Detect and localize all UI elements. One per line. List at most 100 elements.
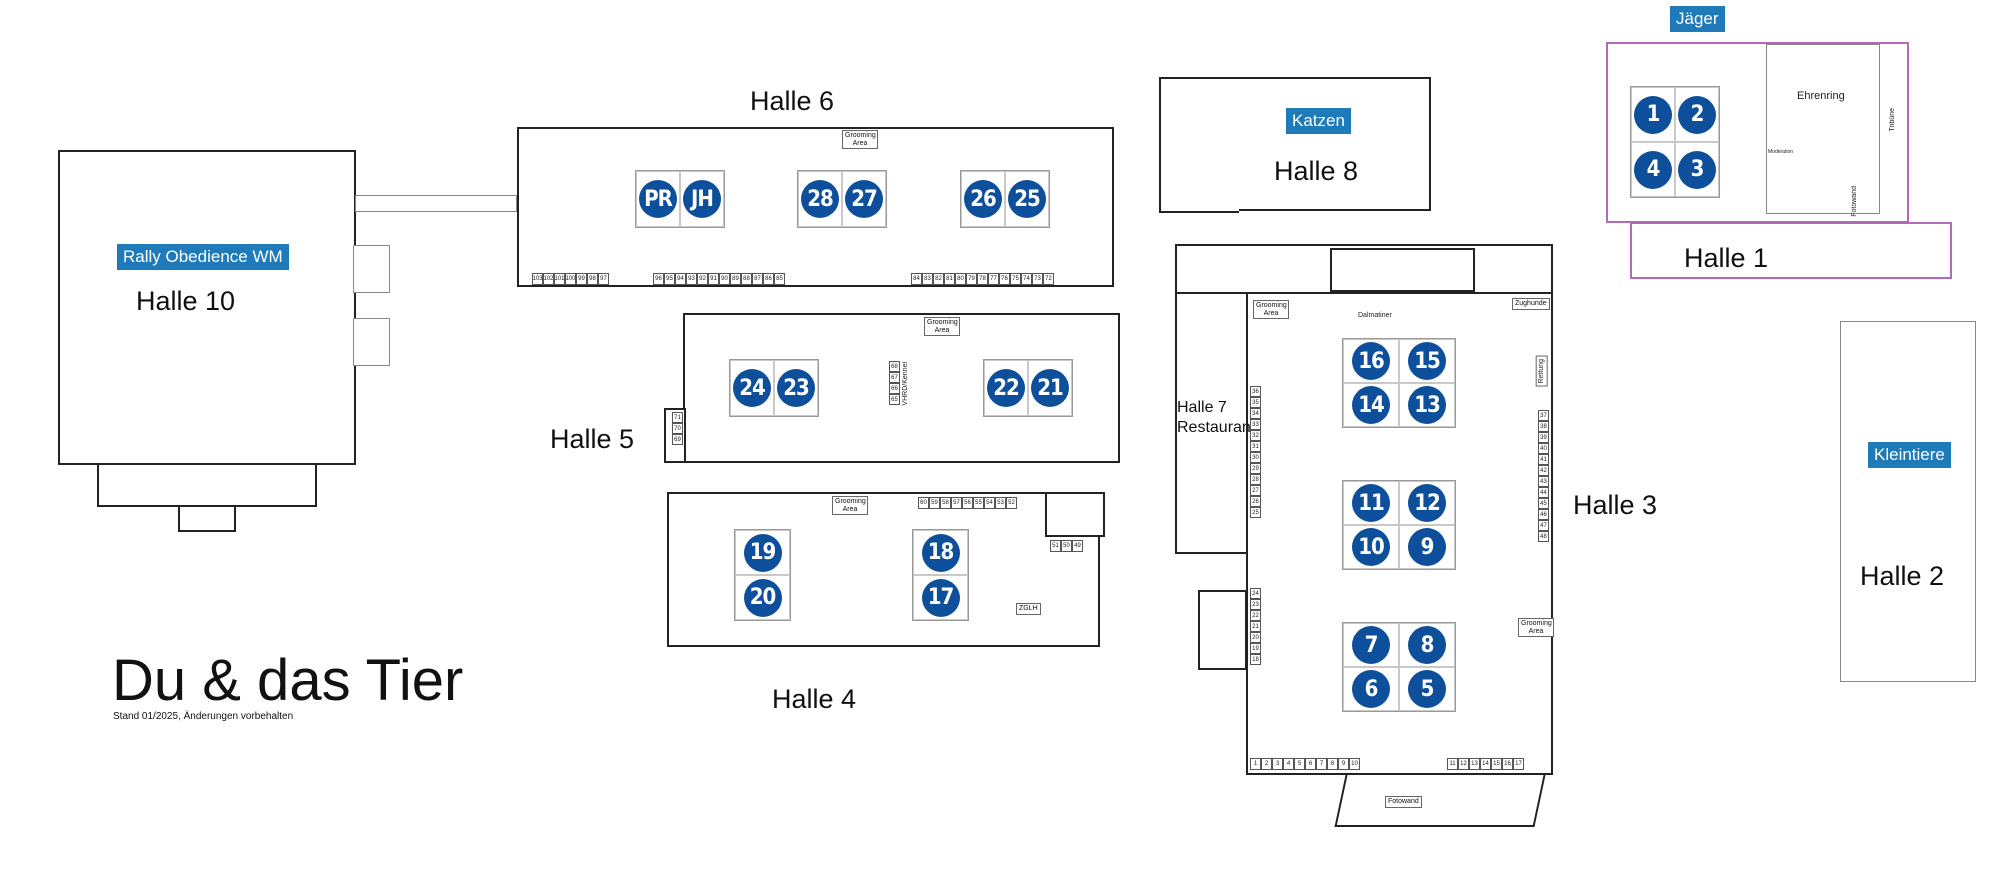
halle-1-fotowand: Fotowand [1851, 186, 1858, 217]
stand-number: 8 [1327, 758, 1338, 770]
stand-number: 82 [933, 273, 944, 285]
ring-5: 5 [1399, 667, 1455, 711]
stand-number: 24 [1250, 588, 1261, 599]
halle-1-tag: Jäger [1670, 6, 1725, 32]
stand-number: 78 [977, 273, 988, 285]
halle-3-zughunde: Zughunde [1512, 298, 1550, 310]
stand-number: 103 [532, 273, 543, 285]
ring-28: 28 [798, 171, 842, 227]
halle-8-entry-notch [1159, 168, 1239, 213]
halle-3-entrance [1334, 775, 1546, 827]
stand-number: 40 [1538, 443, 1549, 454]
stand-number: 48 [1538, 531, 1549, 542]
ring-2: 2 [1675, 87, 1719, 142]
stand-number: 84 [911, 273, 922, 285]
stand-number: 55 [973, 497, 984, 509]
stand-number: 99 [576, 273, 587, 285]
stand-number: 58 [940, 497, 951, 509]
ring-13: 13 [1399, 383, 1455, 427]
stand-number: 83 [922, 273, 933, 285]
stand-number: 50 [1061, 540, 1072, 552]
ring-box-24-23: 24 23 [729, 359, 819, 417]
stand-number: 4 [1283, 758, 1294, 770]
stand-number: 29 [1250, 463, 1261, 474]
stand-number: 85 [774, 273, 785, 285]
halle-1-moderation: Moderation [1768, 149, 1794, 155]
ring-23: 23 [774, 360, 818, 416]
stand-number: 97 [598, 273, 609, 285]
halle-3-grooming-area-right: Grooming Area [1518, 618, 1554, 638]
ring-box-11-12-10-9: 11 12 10 9 [1342, 480, 1456, 570]
stand-number: 38 [1538, 421, 1549, 432]
halle-10-label: Halle 10 [136, 286, 236, 316]
stand-number: 66 [889, 383, 900, 394]
ring-box-16-15-14-13: 16 15 14 13 [1342, 338, 1456, 428]
ring-jh: JH [680, 171, 724, 227]
halle-3-top-rooms [1330, 248, 1475, 292]
halle-10-annex [97, 465, 317, 507]
stand-number: 60 [918, 497, 929, 509]
stand-number: 7 [1316, 758, 1327, 770]
ring-21: 21 [1028, 360, 1072, 416]
stand-number: 9 [1338, 758, 1349, 770]
stand-number: 65 [889, 394, 900, 405]
halle-8-label: Halle 8 [1274, 156, 1359, 186]
ring-6: 6 [1343, 667, 1399, 711]
ring-17: 17 [913, 575, 968, 620]
halle-4-zglh: ZGLH [1016, 603, 1041, 615]
halle-7-restaurant-label: Restaurant [1177, 419, 1256, 436]
ring-22: 22 [984, 360, 1028, 416]
halle-7-label: Halle 7 [1177, 399, 1227, 416]
stand-number: 56 [962, 497, 973, 509]
ring-8: 8 [1399, 623, 1455, 667]
stand-number: 26 [1250, 496, 1261, 507]
stand-number: 77 [988, 273, 999, 285]
ring-box-18-17: 18 17 [912, 529, 969, 621]
halle-7-stairs [1198, 590, 1247, 670]
halle-2-building [1840, 321, 1976, 682]
halle-1-tribune: Tribüne [1889, 108, 1896, 132]
halle-3-fotowand: Fotowand [1385, 796, 1422, 808]
stand-number: 53 [995, 497, 1006, 509]
map-title: Du & das Tier [112, 648, 464, 713]
halle-5-vhrd-label: VHRD/Kennel [902, 362, 909, 406]
stand-number: 95 [664, 273, 675, 285]
halle-1-lower-wing [1630, 222, 1952, 279]
halle-3-grooming-area: Grooming Area [1253, 300, 1289, 320]
stand-number: 11 [1447, 758, 1458, 770]
stand-number: 88 [741, 273, 752, 285]
stand-number: 76 [999, 273, 1010, 285]
ring-24: 24 [730, 360, 774, 416]
stand-number: 35 [1250, 397, 1261, 408]
stand-number: 34 [1250, 408, 1261, 419]
halle-6-grooming-area: Grooming Area [842, 130, 878, 150]
stand-number: 68 [889, 361, 900, 372]
stand-number: 28 [1250, 474, 1261, 485]
stand-number: 102 [543, 273, 554, 285]
stand-number: 3 [1272, 758, 1283, 770]
stand-number: 21 [1250, 621, 1261, 632]
stand-number: 42 [1538, 465, 1549, 476]
stand-number: 72 [1043, 273, 1054, 285]
stand-number: 45 [1538, 498, 1549, 509]
halle-4-label: Halle 4 [772, 684, 857, 714]
stand-number: 12 [1458, 758, 1469, 770]
ring-pr: PR [636, 171, 680, 227]
ring-14: 14 [1343, 383, 1399, 427]
stand-number: 92 [697, 273, 708, 285]
halle-10-building [58, 150, 356, 465]
halle-10-entrance [178, 507, 236, 532]
stand-number: 6 [1305, 758, 1316, 770]
ring-10: 10 [1343, 525, 1399, 569]
ring-27: 27 [842, 171, 886, 227]
halle-5-grooming-area: Grooming Area [924, 317, 960, 337]
map-subtitle: Stand 01/2025, Änderungen vorbehalten [113, 711, 294, 722]
halle-1-label: Halle 1 [1684, 243, 1769, 273]
halle-3-dalmatiner: Dalmatiner [1358, 312, 1392, 319]
